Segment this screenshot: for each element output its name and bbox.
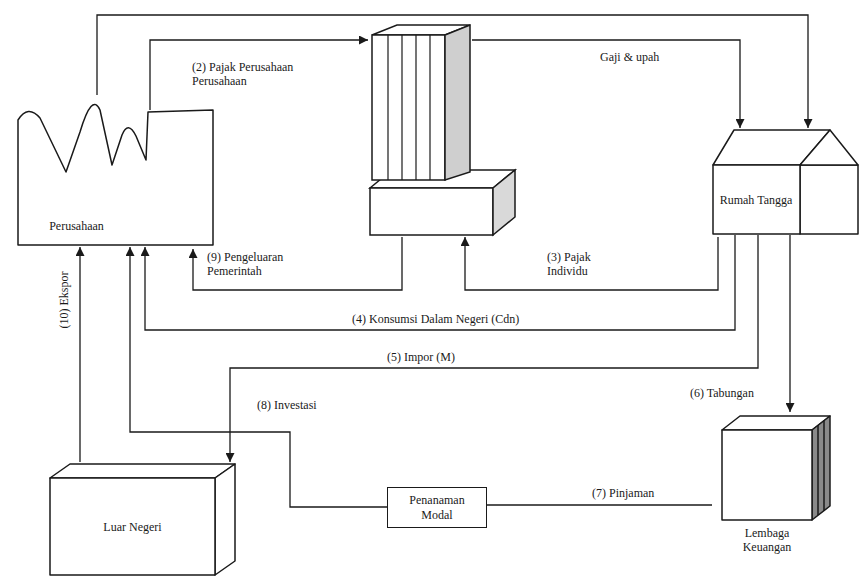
flow-label: Gaji & upah bbox=[598, 50, 692, 64]
building-base-front bbox=[370, 188, 493, 235]
node-text: Lembaga Keuangan bbox=[732, 526, 802, 555]
node-text: Luar Negeri bbox=[103, 520, 161, 534]
flow-label: (5) Impor (M) bbox=[385, 350, 457, 364]
sector-outline bbox=[45, 462, 237, 577]
flow-label: (4) Konsumsi Dalam Negeri (Cdn) bbox=[350, 312, 521, 326]
sector-box: Penanaman Modal bbox=[387, 487, 487, 528]
sector-outline-part bbox=[18, 104, 213, 245]
tax-flow-line bbox=[150, 40, 368, 110]
sector-outline-part bbox=[215, 464, 235, 575]
sector-outline-part bbox=[812, 416, 830, 520]
flow-arrow bbox=[487, 504, 712, 505]
flow-label: (7) Pinjaman bbox=[590, 486, 656, 500]
sector-outline-part bbox=[713, 165, 800, 234]
building-column bbox=[401, 35, 402, 180]
tax-flow-line bbox=[465, 237, 718, 290]
sector-box: Rumah Tangga bbox=[712, 128, 860, 235]
sector-outline-part bbox=[722, 430, 812, 520]
flow-arrow bbox=[79, 247, 80, 462]
node-text: Perusahaan bbox=[49, 219, 104, 233]
flow-label: (3) Pajak Individu bbox=[545, 250, 619, 279]
sector-outline-part bbox=[800, 130, 858, 165]
flow-label: (8) Investasi bbox=[255, 398, 319, 412]
flow-label: (6) Tabungan bbox=[688, 386, 756, 400]
sector-outline bbox=[712, 128, 860, 235]
sector-outline-part bbox=[800, 165, 858, 234]
sector-outline-part bbox=[50, 464, 235, 478]
spending-flow-line bbox=[193, 237, 402, 290]
sector-box: Luar Negeri bbox=[45, 462, 237, 577]
building-base-side bbox=[493, 170, 515, 235]
sector-outline-part bbox=[50, 478, 215, 575]
sector-outline-part bbox=[818, 421, 824, 515]
sector-outline bbox=[8, 95, 215, 247]
building-column bbox=[429, 35, 430, 180]
node-text: Rumah Tangga bbox=[720, 193, 793, 207]
building-tower-side bbox=[445, 25, 470, 180]
wage-flow-line bbox=[472, 40, 740, 128]
flow-label: (10) Ekspor bbox=[57, 270, 71, 331]
flow-arrow bbox=[230, 235, 758, 462]
flow-arrow bbox=[145, 235, 735, 330]
sector-box: Lembaga Keuangan bbox=[712, 412, 847, 576]
node-text: Penanaman Modal bbox=[394, 493, 480, 522]
flow-label: (2) Pajak Perusahaan Perusahaan bbox=[190, 60, 314, 89]
building-column bbox=[387, 35, 388, 180]
building-tower-front bbox=[372, 35, 445, 180]
building-column bbox=[415, 35, 416, 180]
flow-arrow bbox=[789, 235, 790, 412]
sector-box: Perusahaan bbox=[8, 95, 215, 247]
flow-label: (9) Pengeluaran Pemerintah bbox=[205, 250, 304, 279]
